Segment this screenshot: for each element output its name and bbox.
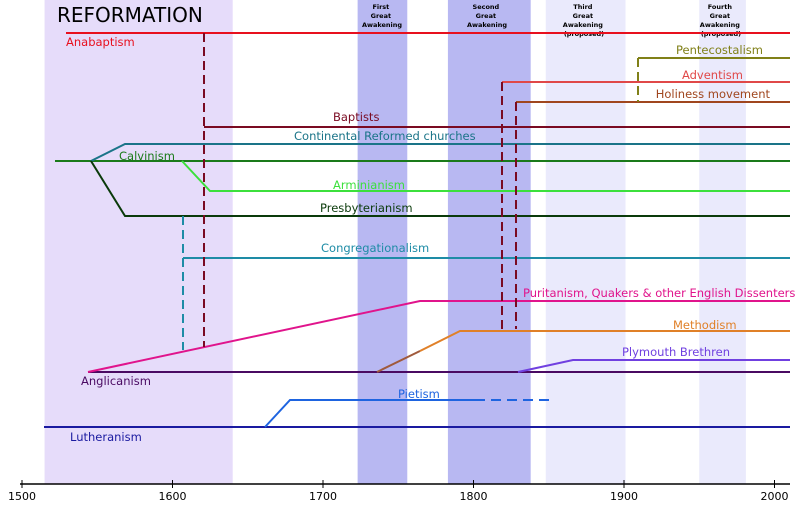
- puritanism-label: Puritanism, Quakers & other English Diss…: [523, 286, 795, 300]
- pietism-line: [264, 399, 475, 428]
- axis-tick-label-1800: 1800: [460, 490, 488, 503]
- band-reformation: [44, 0, 233, 484]
- arminianism-line: [181, 160, 790, 192]
- holiness-movement-label: Holiness movement: [656, 87, 771, 101]
- presbyterianism-line: [90, 160, 790, 217]
- diagram-title: REFORMATION: [57, 3, 203, 27]
- axis-tick-label-1700: 1700: [309, 490, 337, 503]
- continental-reformed-label: Continental Reformed churches: [294, 129, 476, 143]
- anglicanism-label: Anglicanism: [81, 374, 151, 388]
- methodism-line: [419, 330, 790, 352]
- band-second-great-awakening: [447, 0, 531, 484]
- band-label-second: Second Great Awakening: [467, 3, 507, 29]
- axis-tick-label-2000: 2000: [761, 490, 789, 503]
- calvinism-label: Calvinism: [119, 149, 175, 163]
- lineage-lines: [44, 32, 790, 428]
- axis-ticks: 1500 1600 1700 1800 1900 2000: [8, 480, 789, 503]
- plymouth-brethren-label: Plymouth Brethren: [622, 345, 730, 359]
- adventism-label: Adventism: [682, 68, 743, 82]
- tradition-labels: Anabaptism Pentecostalism Adventism Holi…: [66, 35, 795, 444]
- band-label-first: First Great Awakening: [362, 3, 402, 29]
- methodism-label: Methodism: [673, 318, 737, 332]
- puritanism-line: [87, 300, 790, 373]
- presbyterianism-label: Presbyterianism: [320, 201, 413, 215]
- time-axis: 1500 1600 1700 1800 1900 2000: [8, 480, 790, 503]
- baptists-label: Baptists: [333, 110, 379, 124]
- plymouth-brethren-line: [517, 359, 790, 373]
- pietism-label: Pietism: [398, 387, 440, 401]
- band-third-great-awakening: [545, 0, 626, 484]
- band-fourth-great-awakening: [699, 0, 746, 484]
- band-first-great-awakening: [357, 0, 408, 484]
- methodism-line-from-anglicanism: [376, 350, 421, 373]
- arminianism-label: Arminianism: [333, 178, 405, 192]
- axis-tick-label-1900: 1900: [610, 490, 638, 503]
- lutheranism-label: Lutheranism: [70, 430, 142, 444]
- anabaptism-label: Anabaptism: [66, 35, 135, 49]
- pentecostalism-label: Pentecostalism: [676, 43, 763, 57]
- axis-tick-label-1500: 1500: [8, 490, 36, 503]
- congregationalism-label: Congregationalism: [321, 241, 429, 255]
- continental-reformed-line: [90, 143, 790, 162]
- axis-tick-label-1600: 1600: [159, 490, 187, 503]
- period-bands: [44, 0, 746, 484]
